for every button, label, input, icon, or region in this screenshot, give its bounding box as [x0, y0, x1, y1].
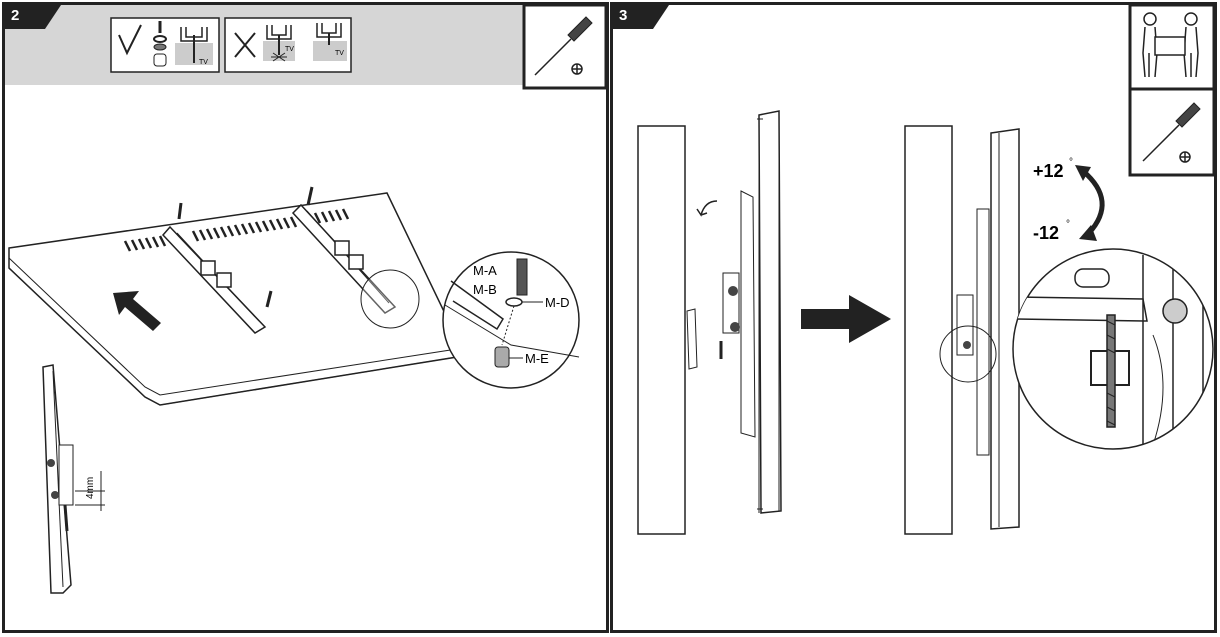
- tilt-indicator: +12 ° -12 °: [1033, 157, 1105, 243]
- label-m-d: M-D: [545, 295, 570, 310]
- detail-marker: [360, 269, 420, 329]
- tv-brackets: [161, 203, 397, 334]
- phillips-head-icon: [1179, 151, 1191, 163]
- detail-callout: [1012, 248, 1214, 450]
- step-tab: [613, 5, 669, 29]
- svg-text:TV: TV: [285, 46, 294, 53]
- bracket-icon: TV: [175, 27, 213, 66]
- screwdriver-box: [1128, 87, 1214, 177]
- tv-side-profile: 4mm: [42, 364, 105, 594]
- arrow-icon: [801, 295, 891, 343]
- tv-left: [696, 110, 782, 514]
- incorrect-hardware-box: TV TV: [224, 17, 352, 73]
- svg-text:°: °: [1066, 219, 1070, 230]
- screw-stack-icon: [153, 21, 167, 67]
- screwdriver-icon: [534, 16, 593, 76]
- phillips-head-icon: [571, 63, 583, 75]
- label-m-a: M-A: [473, 263, 497, 278]
- svg-text:TV: TV: [335, 50, 344, 57]
- step-2-panel: 2 TV TV: [2, 2, 609, 633]
- screwdriver-box: [522, 5, 606, 90]
- screwdriver-icon: [1142, 102, 1201, 162]
- step-2-diagram: TV TV TV: [8, 5, 606, 594]
- wall-left: [637, 125, 698, 535]
- detail-marker: [939, 325, 997, 383]
- step-number: 3: [619, 7, 628, 24]
- step-tab: [5, 5, 61, 29]
- two-person-box: [1128, 5, 1214, 91]
- tv-back-panel: [8, 186, 464, 406]
- two-person-lift-icon: [1142, 12, 1199, 78]
- svg-text:°: °: [1069, 157, 1073, 168]
- rotate-arrow-icon: [696, 200, 718, 217]
- svg-text:TV: TV: [199, 59, 208, 66]
- step-3-panel: 3: [610, 2, 1217, 633]
- arrow-icon: [113, 291, 161, 331]
- wall-right: [904, 125, 953, 535]
- check-mark-icon: [118, 24, 142, 56]
- tv-right: [939, 128, 1020, 530]
- tilt-plus-label: +12: [1033, 161, 1064, 181]
- hardware-callout: M-A M-B M-D M-E: [442, 251, 580, 389]
- label-m-e: M-E: [525, 351, 549, 366]
- mounting-screws: [177, 186, 314, 308]
- correct-hardware-box: TV: [110, 17, 220, 73]
- tilt-minus-label: -12: [1033, 223, 1059, 243]
- label-m-b: M-B: [473, 282, 497, 297]
- step-number: 2: [11, 7, 20, 24]
- step-3-diagram: +12 ° -12 °: [637, 5, 1214, 535]
- spacing-label: 4mm: [85, 477, 96, 499]
- cross-mark-icon: [234, 32, 256, 58]
